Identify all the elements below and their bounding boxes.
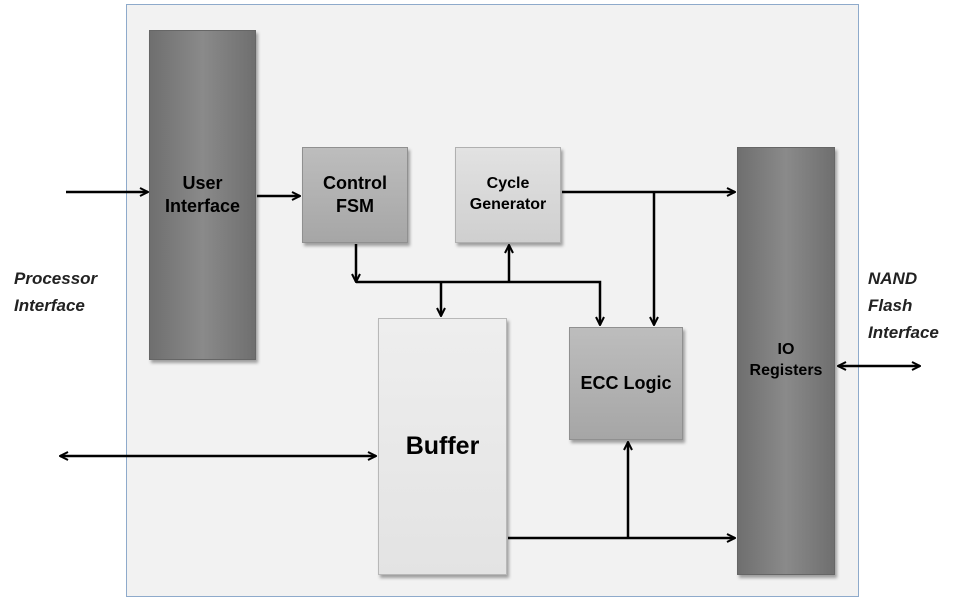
control-fsm-block: Control FSM [302, 147, 408, 243]
nand-flash-interface-label: NAND Flash Interface [868, 269, 939, 342]
io-registers-block: IO Registers [737, 147, 835, 575]
cycle-generator-block: Cycle Generator [455, 147, 561, 243]
processor-interface-label: Processor Interface [14, 269, 98, 315]
buffer-block: Buffer [378, 318, 507, 575]
wire-control-bus [356, 280, 600, 325]
user-interface-block: User Interface [149, 30, 256, 360]
ecc-logic-block: ECC Logic [569, 327, 683, 440]
